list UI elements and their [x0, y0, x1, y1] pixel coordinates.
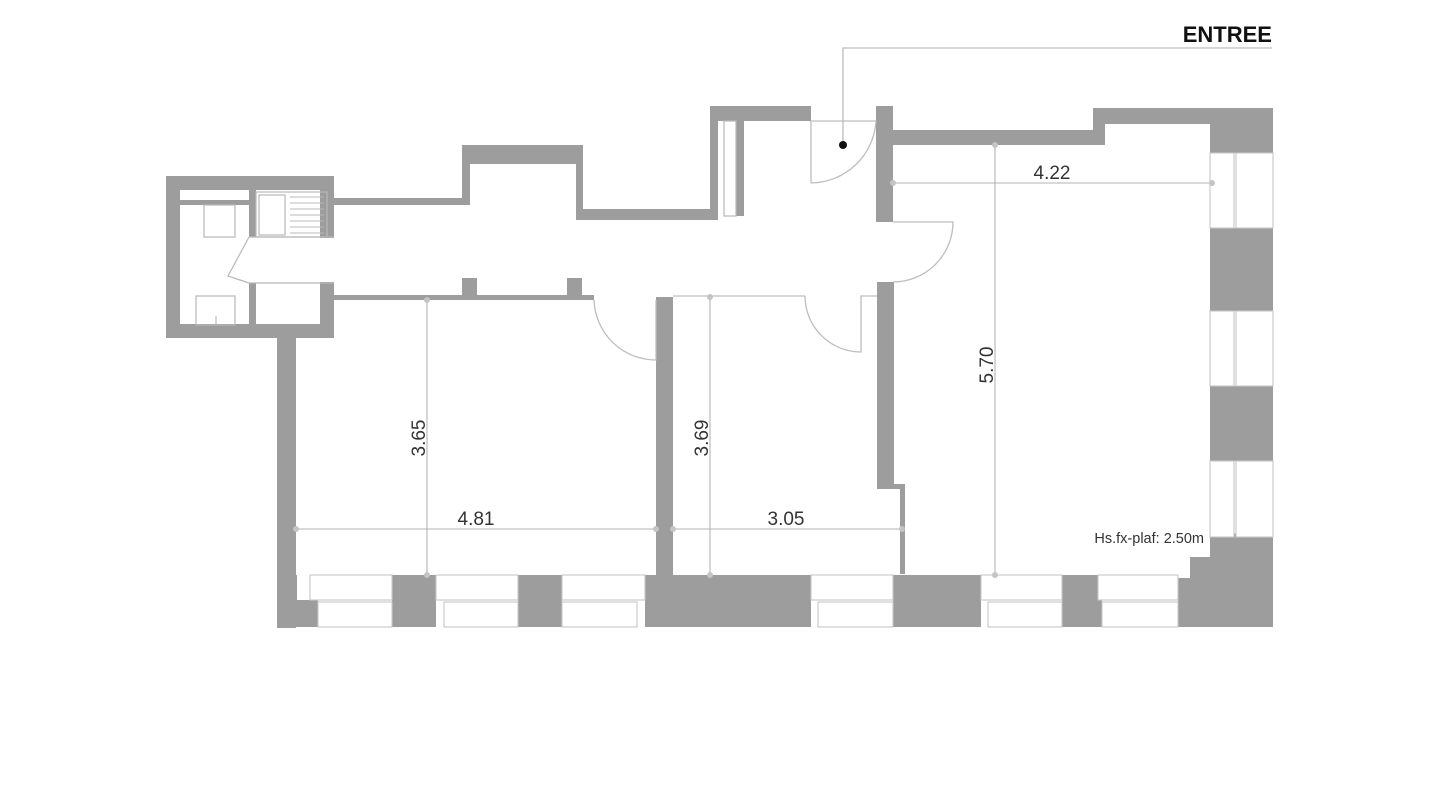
dim-living-width: 4.22 — [1034, 163, 1071, 184]
entrance-label: ENTREE — [1183, 22, 1272, 47]
entrance-marker-dot — [839, 141, 847, 149]
dim-middle-bedroom-width: 3.05 — [768, 509, 805, 530]
entrance-leader-line — [842, 47, 1272, 145]
ceiling-height-note: Hs.fx-plaf: 2.50m — [1094, 531, 1204, 547]
dim-living-depth: 5.70 — [977, 347, 998, 384]
dimension-lines — [293, 142, 1215, 578]
walls — [166, 106, 1273, 628]
fixtures — [195, 120, 737, 326]
dim-left-bedroom-depth: 3.65 — [409, 420, 430, 457]
dim-left-bedroom-width: 4.81 — [458, 509, 495, 530]
windows-right — [1209, 152, 1274, 538]
windows-bottom — [309, 574, 1179, 628]
dim-middle-bedroom-depth: 3.69 — [692, 420, 713, 457]
door-swings — [593, 120, 954, 361]
